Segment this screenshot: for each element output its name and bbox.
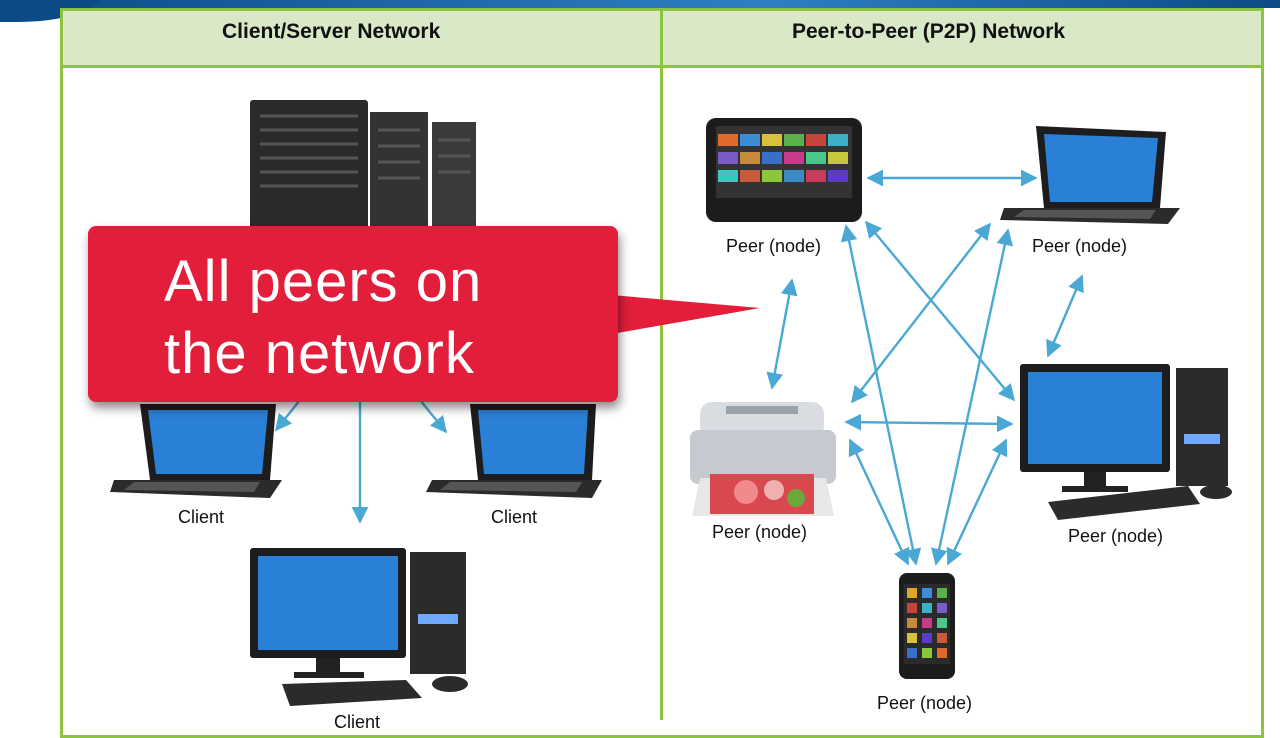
column-divider bbox=[660, 8, 663, 720]
client-label-left: Client bbox=[178, 507, 225, 527]
header-client-server: Client/Server Network bbox=[222, 20, 441, 43]
tablet-icon bbox=[706, 118, 862, 222]
network-arrows bbox=[274, 169, 1084, 566]
desktop-computer-icon bbox=[250, 548, 468, 706]
arrow-printer-desktop bbox=[844, 413, 1014, 433]
laptop-icon bbox=[1000, 126, 1180, 224]
arrow-printer-phone bbox=[848, 438, 910, 566]
callout-box bbox=[88, 226, 618, 402]
arrow-desktop-phone bbox=[946, 438, 1008, 566]
peer-label-laptop: Peer (node) bbox=[1032, 236, 1128, 256]
arrow-laptop-printer bbox=[850, 222, 992, 404]
client-label-bottom: Client bbox=[334, 712, 381, 732]
server-rack-icon bbox=[250, 100, 476, 236]
peer-label-tablet: Peer (node) bbox=[726, 236, 822, 256]
client-label-right: Client bbox=[491, 507, 538, 527]
arrow-server-to-client-left bbox=[274, 399, 301, 432]
arrow-laptop-desktop bbox=[1046, 274, 1084, 358]
arrow-server-to-client-right bbox=[419, 399, 448, 434]
laptop-icon bbox=[110, 404, 282, 498]
peer-label-printer: Peer (node) bbox=[712, 522, 808, 542]
callout-pointer bbox=[600, 294, 760, 336]
peer-label-phone: Peer (node) bbox=[877, 693, 973, 713]
arrow-tablet-desktop bbox=[864, 220, 1016, 402]
callout-line-2: the network bbox=[164, 321, 475, 386]
desktop-computer-icon bbox=[1020, 364, 1232, 520]
smartphone-icon bbox=[899, 573, 955, 679]
arrow-tablet-printer bbox=[766, 278, 798, 390]
callout-text: All peers on the network bbox=[164, 246, 604, 390]
header-peer-to-peer: Peer-to-Peer (P2P) Network bbox=[792, 20, 1066, 43]
peer-label-desktop: Peer (node) bbox=[1068, 526, 1164, 546]
callout-line-1: All peers on bbox=[164, 249, 483, 314]
laptop-icon bbox=[426, 404, 602, 498]
printer-icon bbox=[690, 402, 836, 516]
top-banner-band bbox=[0, 0, 1280, 8]
